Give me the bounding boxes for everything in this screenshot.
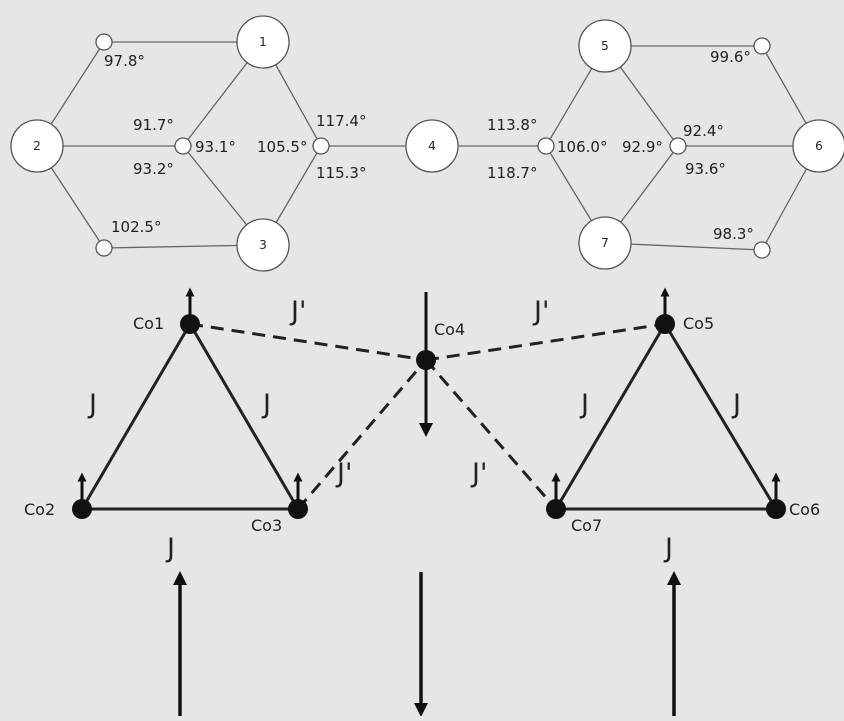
atom-label-4: 4 <box>428 139 436 153</box>
atom-7 <box>578 216 632 270</box>
coupling-label-jprime: J' <box>470 458 487 489</box>
atom-5 <box>578 19 632 73</box>
angle-label: 93.6° <box>685 160 726 178</box>
coupling-label-j: J <box>579 389 589 420</box>
angle-label: 106.0° <box>557 138 607 156</box>
intra-trimer-couplings <box>79 321 779 511</box>
angle-label: 113.8° <box>487 116 537 134</box>
angle-label: 99.6° <box>710 48 751 66</box>
inter-trimer-couplings <box>189 322 666 510</box>
site-label-co2: Co2 <box>24 500 55 519</box>
coupling-label-j: J <box>663 533 673 564</box>
atom-label-6: 6 <box>815 139 823 153</box>
site-label-co5: Co5 <box>683 314 714 333</box>
coupling-label-jprime: J' <box>335 458 352 489</box>
angle-label: 115.3° <box>316 164 366 182</box>
angle-label: 91.7° <box>133 116 174 134</box>
large-atoms: 1 2 3 4 5 6 7 <box>10 15 844 272</box>
angle-label: 93.2° <box>133 160 174 178</box>
angle-label: 117.4° <box>316 112 366 130</box>
angle-label: 102.5° <box>111 218 161 236</box>
co-sites <box>72 314 786 519</box>
coupling-label-j: J <box>731 389 741 420</box>
site-label-co1: Co1 <box>133 314 164 333</box>
site-label-co7: Co7 <box>571 516 602 535</box>
atom-2 <box>10 119 64 173</box>
coupling-label-j: J <box>261 389 271 420</box>
atom-label-3: 3 <box>259 238 267 252</box>
site-label-co4: Co4 <box>434 320 465 339</box>
coupling-label-jprime: J' <box>289 296 306 327</box>
site-label-co6: Co6 <box>789 500 820 519</box>
coupling-label-j: J <box>165 533 175 564</box>
coupling-labels: J' J' J J J' J' J J J J <box>87 296 741 564</box>
coupling-label-j: J <box>87 389 97 420</box>
site-label-co3: Co3 <box>251 516 282 535</box>
co-site-labels: Co1 Co2 Co3 Co4 Co5 Co6 Co7 <box>24 314 820 535</box>
atom-label-1: 1 <box>259 35 267 49</box>
angle-label: 98.3° <box>713 225 754 243</box>
angle-label: 105.5° <box>257 138 307 156</box>
angle-label: 93.1° <box>195 138 236 156</box>
angle-label: 97.8° <box>104 52 145 70</box>
atom-label-7: 7 <box>601 236 609 250</box>
atom-label-2: 2 <box>33 139 41 153</box>
angle-labels: 97.8° 91.7° 93.1° 105.5° 117.4° 93.2° 11… <box>104 48 754 243</box>
atom-6 <box>792 119 844 173</box>
atom-3 <box>236 218 290 272</box>
atom-4 <box>405 119 459 173</box>
angle-label: 92.4° <box>683 122 724 140</box>
angle-label: 92.9° <box>622 138 663 156</box>
small-atoms <box>95 33 771 259</box>
net-moment-arrows <box>173 571 681 717</box>
atom-label-5: 5 <box>601 39 609 53</box>
angle-label: 118.7° <box>487 164 537 182</box>
atom-1 <box>236 15 290 69</box>
coupling-label-jprime: J' <box>532 296 549 327</box>
